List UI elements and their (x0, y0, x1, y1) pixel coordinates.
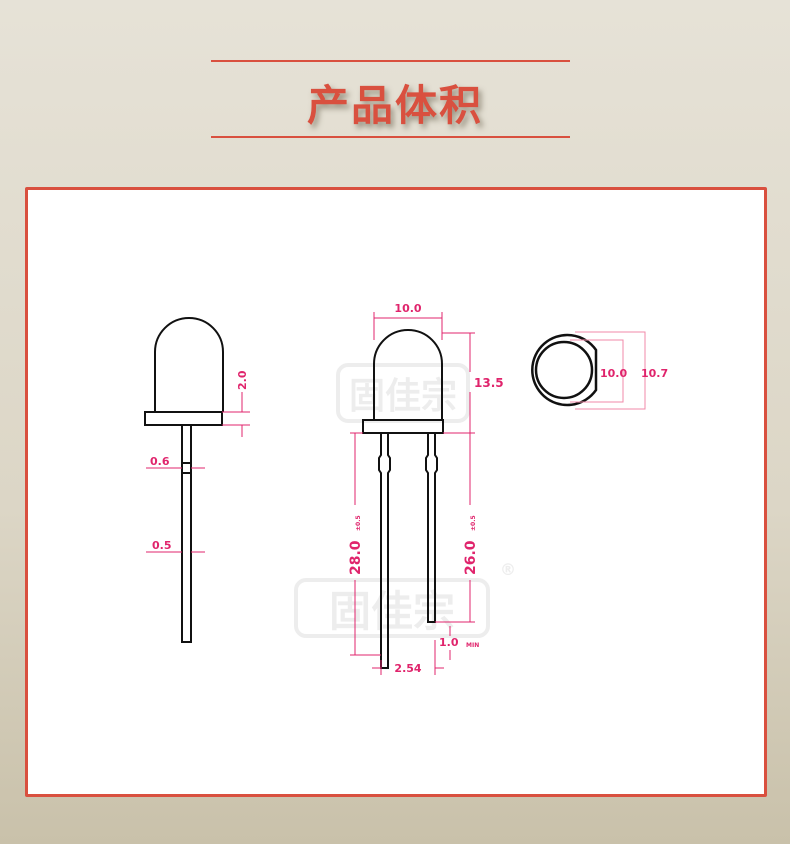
short-lead-dimension: 26.0 ±0.5 (463, 515, 479, 575)
pin-width-label: 0.5 (152, 539, 172, 552)
side-height-label: 2.0 (236, 370, 249, 390)
inner-diameter-label: 10.0 (600, 367, 627, 380)
svg-text:固佳宗: 固佳宗 (349, 375, 457, 417)
short-lead-tolerance: ±0.5 (470, 515, 477, 531)
lead-diff-suffix: MIN (466, 642, 479, 649)
page-title: 产品体积 (306, 81, 483, 130)
top-view (531, 333, 598, 407)
svg-text:®: ® (500, 560, 516, 579)
short-lead-label: 26.0 (463, 540, 479, 575)
side-view-dimensions (146, 392, 250, 553)
front-view-dimensions (350, 312, 475, 675)
svg-text:固佳宗: 固佳宗 (329, 587, 455, 636)
flange-diameter-label: 10.7 (641, 367, 668, 380)
body-height-label: 13.5 (474, 376, 504, 390)
title-top-rule (211, 60, 570, 62)
pitch-label: 2.54 (394, 662, 421, 675)
lead-diff-label: 1.0 (439, 636, 459, 649)
long-lead-tolerance: ±0.5 (355, 515, 362, 531)
pin-width-top-label: 0.6 (150, 455, 170, 468)
front-view (362, 329, 444, 669)
title-bottom-rule (211, 136, 570, 138)
top-view-dimensions (570, 331, 646, 410)
diameter-label: 10.0 (394, 302, 421, 315)
long-lead-label: 28.0 (348, 540, 364, 575)
long-lead-dimension: 28.0 ±0.5 (348, 515, 364, 575)
side-view (144, 317, 224, 643)
diagram-card (25, 187, 767, 797)
watermark-logo: 固佳宗 固佳宗 ® (294, 363, 516, 638)
